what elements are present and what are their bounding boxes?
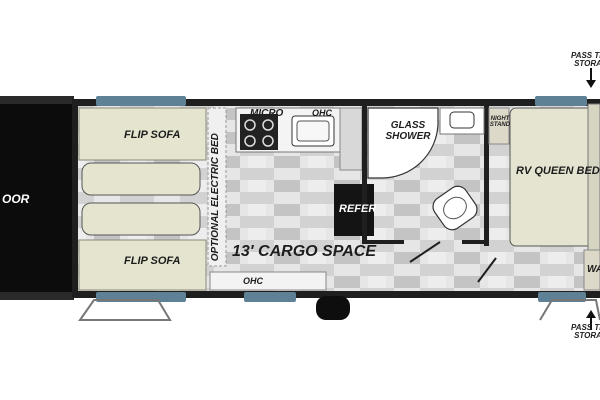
ramp-door bbox=[0, 104, 74, 292]
night-stand-label: NIGHT STAND bbox=[489, 116, 511, 129]
glass-shower bbox=[367, 107, 439, 179]
ohc-bottom-cabinet bbox=[209, 271, 327, 291]
bath-wall-left bbox=[362, 104, 367, 244]
ramp-door-label: OOR bbox=[2, 192, 30, 206]
outer-wall-left bbox=[72, 99, 78, 298]
sofa-cushion bbox=[81, 202, 201, 236]
queen-bed-label: RV QUEEN BED bbox=[516, 165, 600, 177]
electric-bed-strip bbox=[207, 107, 227, 267]
night-stand-text: NIGHT STAND bbox=[489, 116, 511, 129]
refrigerator bbox=[334, 184, 374, 236]
flip-sofa-top bbox=[78, 107, 207, 161]
refer-label: REFER bbox=[339, 203, 377, 215]
wardrobe-label: WA bbox=[587, 264, 600, 275]
wheel-well bbox=[78, 299, 172, 321]
bath-door bbox=[409, 241, 441, 263]
glass-shower-label: GLASS SHOWER bbox=[384, 120, 432, 142]
toilet-icon bbox=[432, 185, 478, 231]
sink-icon bbox=[449, 111, 475, 129]
pass-through-bottom-text: PASS TH STORA bbox=[570, 323, 600, 341]
micro-label: MICRO bbox=[250, 108, 284, 119]
ohc-top-label: OHC bbox=[312, 108, 332, 118]
flip-sofa-bottom-label: FLIP SOFA bbox=[124, 255, 181, 267]
ramp-door-edge-bottom bbox=[0, 292, 74, 300]
window bbox=[535, 96, 587, 106]
wardrobe bbox=[583, 249, 600, 291]
bath-wall-bottom bbox=[462, 240, 489, 244]
ramp-door-edge bbox=[0, 96, 74, 104]
electric-bed-label: OPTIONAL ELECTRIC BED bbox=[209, 133, 221, 262]
bath-wall-right bbox=[484, 104, 489, 246]
flip-sofa-top-label: FLIP SOFA bbox=[124, 129, 181, 141]
cargo-space-label: 13' CARGO SPACE bbox=[232, 243, 376, 260]
window bbox=[244, 292, 296, 302]
pass-through-bottom-label: PASS TH STORA bbox=[566, 323, 600, 341]
sofa-cushion bbox=[81, 162, 201, 196]
kitchen-side-cabinet bbox=[339, 107, 363, 171]
wheel-well bbox=[539, 299, 600, 321]
night-stand bbox=[488, 107, 510, 145]
outer-wall-top bbox=[74, 99, 600, 106]
pass-through-top-text: PASS TH STORA bbox=[570, 51, 600, 69]
pass-through-top-label: PASS TH STORA bbox=[566, 51, 600, 69]
glass-shower-text: GLASS SHOWER bbox=[385, 120, 431, 142]
range-icon bbox=[240, 114, 278, 150]
flip-sofa-bottom bbox=[78, 239, 207, 291]
sink-icon bbox=[291, 115, 335, 147]
bath-wall-bottom bbox=[362, 240, 404, 244]
window bbox=[96, 96, 186, 106]
bedroom-door bbox=[477, 257, 497, 283]
arrow-up-icon bbox=[586, 310, 596, 330]
entry-step bbox=[316, 296, 350, 320]
outer-wall-bottom bbox=[74, 291, 600, 298]
arrow-down-icon bbox=[586, 68, 596, 88]
ohc-bottom-label: OHC bbox=[243, 276, 263, 286]
